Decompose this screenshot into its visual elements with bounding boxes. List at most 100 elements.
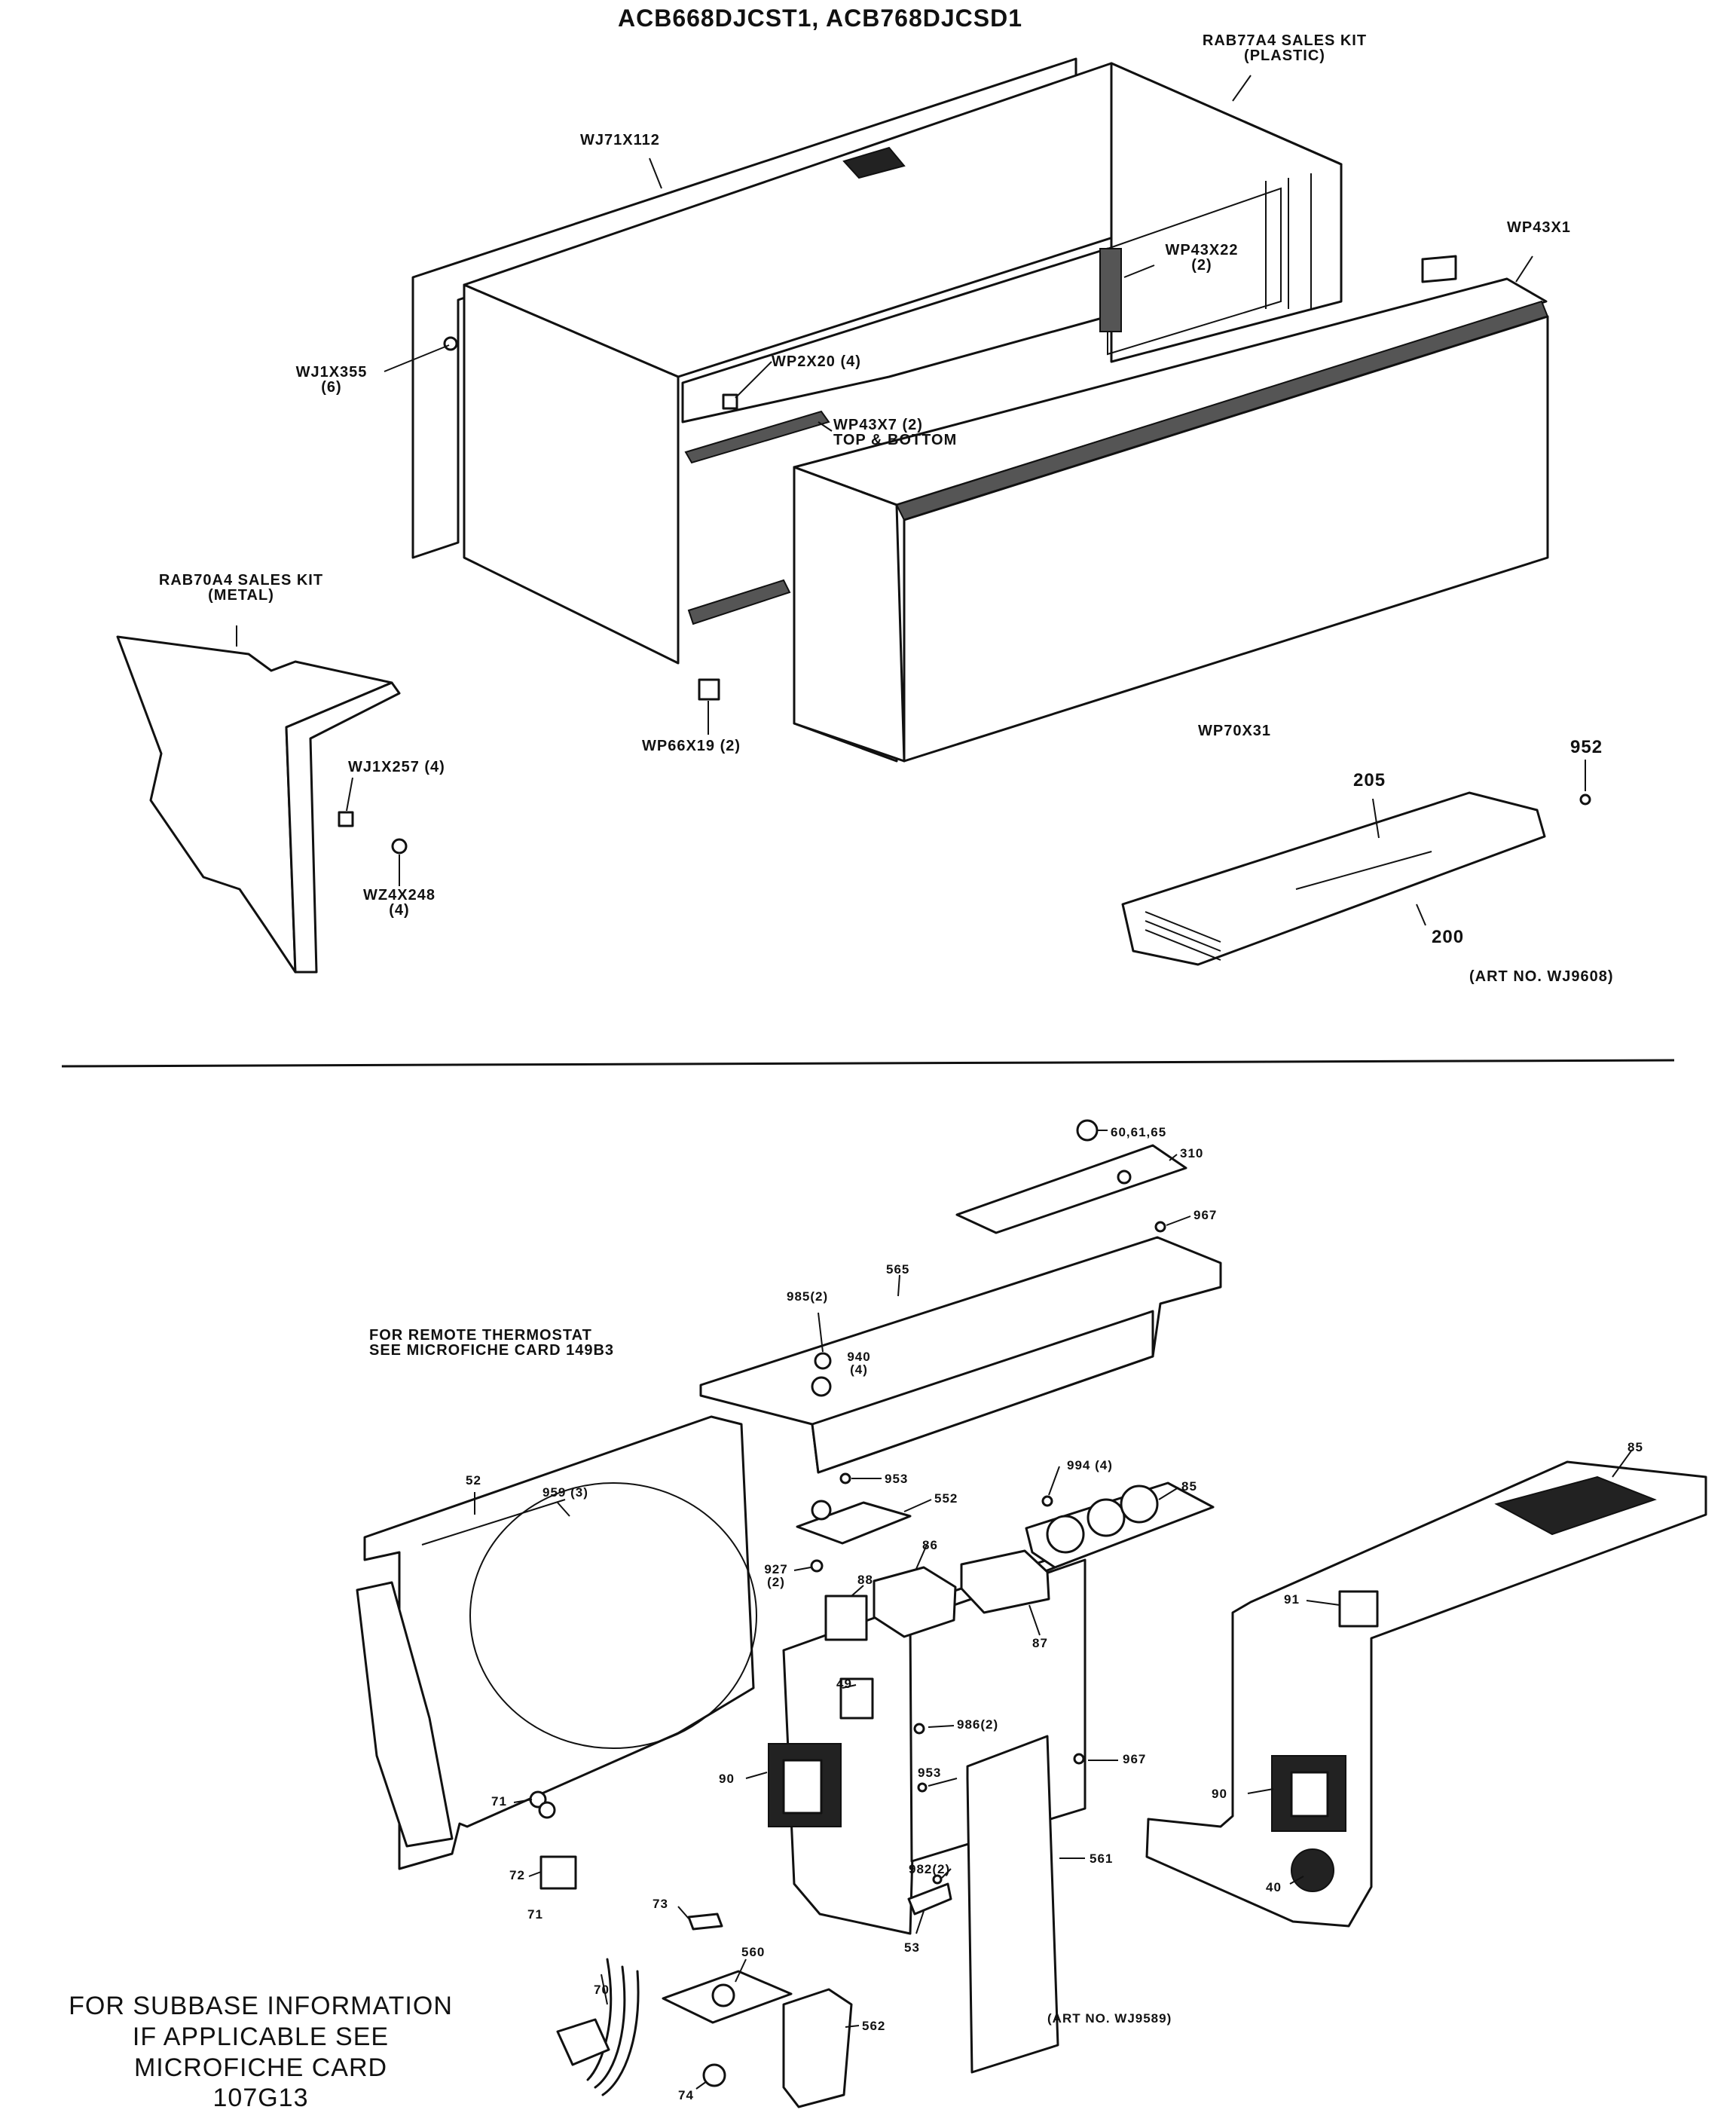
switch-block-85-right (1494, 1475, 1657, 1536)
label-90-right: 90 (1212, 1787, 1227, 1801)
label-wz4x248-line1: WZ4X248 (363, 887, 436, 904)
cover-561 (966, 1735, 1059, 2074)
label-art-no-top: (ART NO. WJ9608) (1469, 968, 1614, 985)
section-divider (61, 1059, 1675, 1068)
label-927: 927 (2) (761, 1563, 791, 1588)
label-73: 73 (653, 1897, 668, 1911)
shroud-deflector (356, 1581, 454, 1848)
grille-louver (1145, 920, 1221, 952)
foam-strip-bottom (687, 579, 791, 625)
label-91: 91 (1284, 1592, 1300, 1607)
plate-552-nut (811, 1500, 832, 1521)
cover-side-return (1421, 255, 1457, 283)
screw-994 (1041, 1495, 1053, 1507)
label-552: 552 (934, 1491, 958, 1506)
label-rab77a4-line2: (PLASTIC) (1244, 47, 1325, 64)
label-wp43x1: WP43X1 (1507, 219, 1571, 236)
relay-49 (839, 1677, 874, 1720)
label-49: 49 (836, 1677, 852, 1691)
sleeve-opening (681, 247, 1109, 423)
thermostat-86 (873, 1566, 957, 1638)
metal-sales-kit (116, 635, 720, 974)
sleeve-top-clip (842, 146, 906, 179)
bushing-74 (702, 2063, 726, 2087)
screw-wz4x248 (391, 838, 408, 855)
nut-927 (810, 1559, 824, 1573)
switch-85-c (1120, 1484, 1159, 1524)
wall-sleeve-assembly (411, 57, 1343, 665)
clip-wj1x257 (338, 811, 354, 827)
control-panel-565 (699, 1236, 1222, 1474)
screw-982 (932, 1874, 943, 1885)
label-561: 561 (1090, 1851, 1114, 1866)
metal-kit-panel (116, 635, 393, 974)
terminal-block-72 (539, 1855, 577, 1890)
screw-953-b (917, 1782, 928, 1793)
label-205: 205 (1353, 770, 1386, 790)
right-base-panel (1145, 1460, 1707, 1928)
screw-wj1x355 (443, 336, 458, 351)
grille-assembly (1121, 791, 1591, 966)
plate-552 (796, 1501, 912, 1545)
foam-strip-wp43x7 (684, 410, 830, 464)
switch-85-b (1087, 1498, 1126, 1537)
clip-wp2x20 (722, 393, 738, 410)
label-wj1x355-line1: WJ1X355 (295, 364, 368, 381)
label-927-line1: 927 (764, 1562, 788, 1576)
label-wj1x355: WJ1X355 (6) (279, 365, 384, 395)
cover-front-box (793, 466, 906, 763)
cord-plate-hole (711, 1983, 735, 2007)
label-85-right: 85 (1628, 1440, 1643, 1454)
label-wz4x248-line2: (4) (389, 902, 410, 919)
label-wp43x22: WP43X22 (2) (1153, 243, 1251, 273)
label-rab77a4-line1: RAB77A4 SALES KIT (1202, 32, 1368, 49)
label-wp2x20: WP2X20 (4) (772, 353, 861, 370)
bracket-wp66x19 (698, 678, 720, 701)
switch-plate-87 (960, 1549, 1050, 1614)
screw-967 (1154, 1221, 1166, 1233)
subbase-note-line3: MICROFICHE CARD (133, 2053, 388, 2082)
label-71-bottom: 71 (527, 1907, 543, 1922)
spacer-940 (811, 1376, 832, 1397)
label-wp43x22-line2: (2) (1191, 257, 1212, 274)
label-940: 940 (4) (844, 1350, 874, 1376)
fan-opening (469, 1482, 757, 1749)
subbase-note-line4: 107G13 (212, 2084, 309, 2113)
label-90-left: 90 (719, 1772, 735, 1786)
label-40: 40 (1266, 1880, 1282, 1894)
diagram-title: ACB668DJCST1, ACB768DJCSD1 (618, 5, 1022, 32)
subbase-note-line1: FOR SUBBASE INFORMATION (69, 1992, 453, 2020)
label-85-center: 85 (1181, 1479, 1197, 1494)
leader-lines-bottom (474, 1130, 1633, 2090)
plug-70 (556, 2018, 610, 2066)
label-wj71x112: WJ71X112 (580, 132, 660, 148)
label-art-no-bottom: (ART NO. WJ9589) (1047, 2011, 1172, 2026)
knob-60-61-65 (1076, 1119, 1099, 1142)
label-wz4x248: WZ4X248 (4) (347, 888, 452, 918)
label-994: 994 (4) (1067, 1458, 1113, 1472)
bracket-53 (907, 1882, 952, 1916)
subbase-note-line2: IF APPLICABLE SEE (132, 2022, 390, 2051)
nameplate-310 (955, 1144, 1187, 1234)
label-967-top: 967 (1194, 1208, 1218, 1222)
label-982: 982(2) (909, 1862, 951, 1876)
capacitor-90-label (782, 1759, 823, 1815)
label-60-61-65: 60,61,65 (1111, 1125, 1167, 1139)
switch-85-a (1046, 1515, 1085, 1554)
leader-lines-top (236, 75, 1586, 926)
label-53: 53 (904, 1940, 920, 1955)
label-wp43x7-line2: TOP & BOTTOM (833, 432, 958, 448)
label-953-bottom: 953 (918, 1766, 942, 1780)
sleeve-front-face (463, 283, 680, 665)
label-rab77a4: RAB77A4 SALES KIT (PLASTIC) (1190, 33, 1379, 63)
label-565: 565 (886, 1262, 910, 1277)
grille-louver (1145, 911, 1221, 943)
label-52: 52 (466, 1473, 481, 1488)
screw-953 (839, 1472, 851, 1484)
label-953-top: 953 (885, 1472, 909, 1486)
metal-kit-side (285, 681, 401, 974)
label-wp70x31: WP70X31 (1198, 723, 1272, 739)
label-940-line2: (4) (850, 1362, 868, 1377)
label-wp43x7-line1: WP43X7 (2) (833, 417, 923, 433)
